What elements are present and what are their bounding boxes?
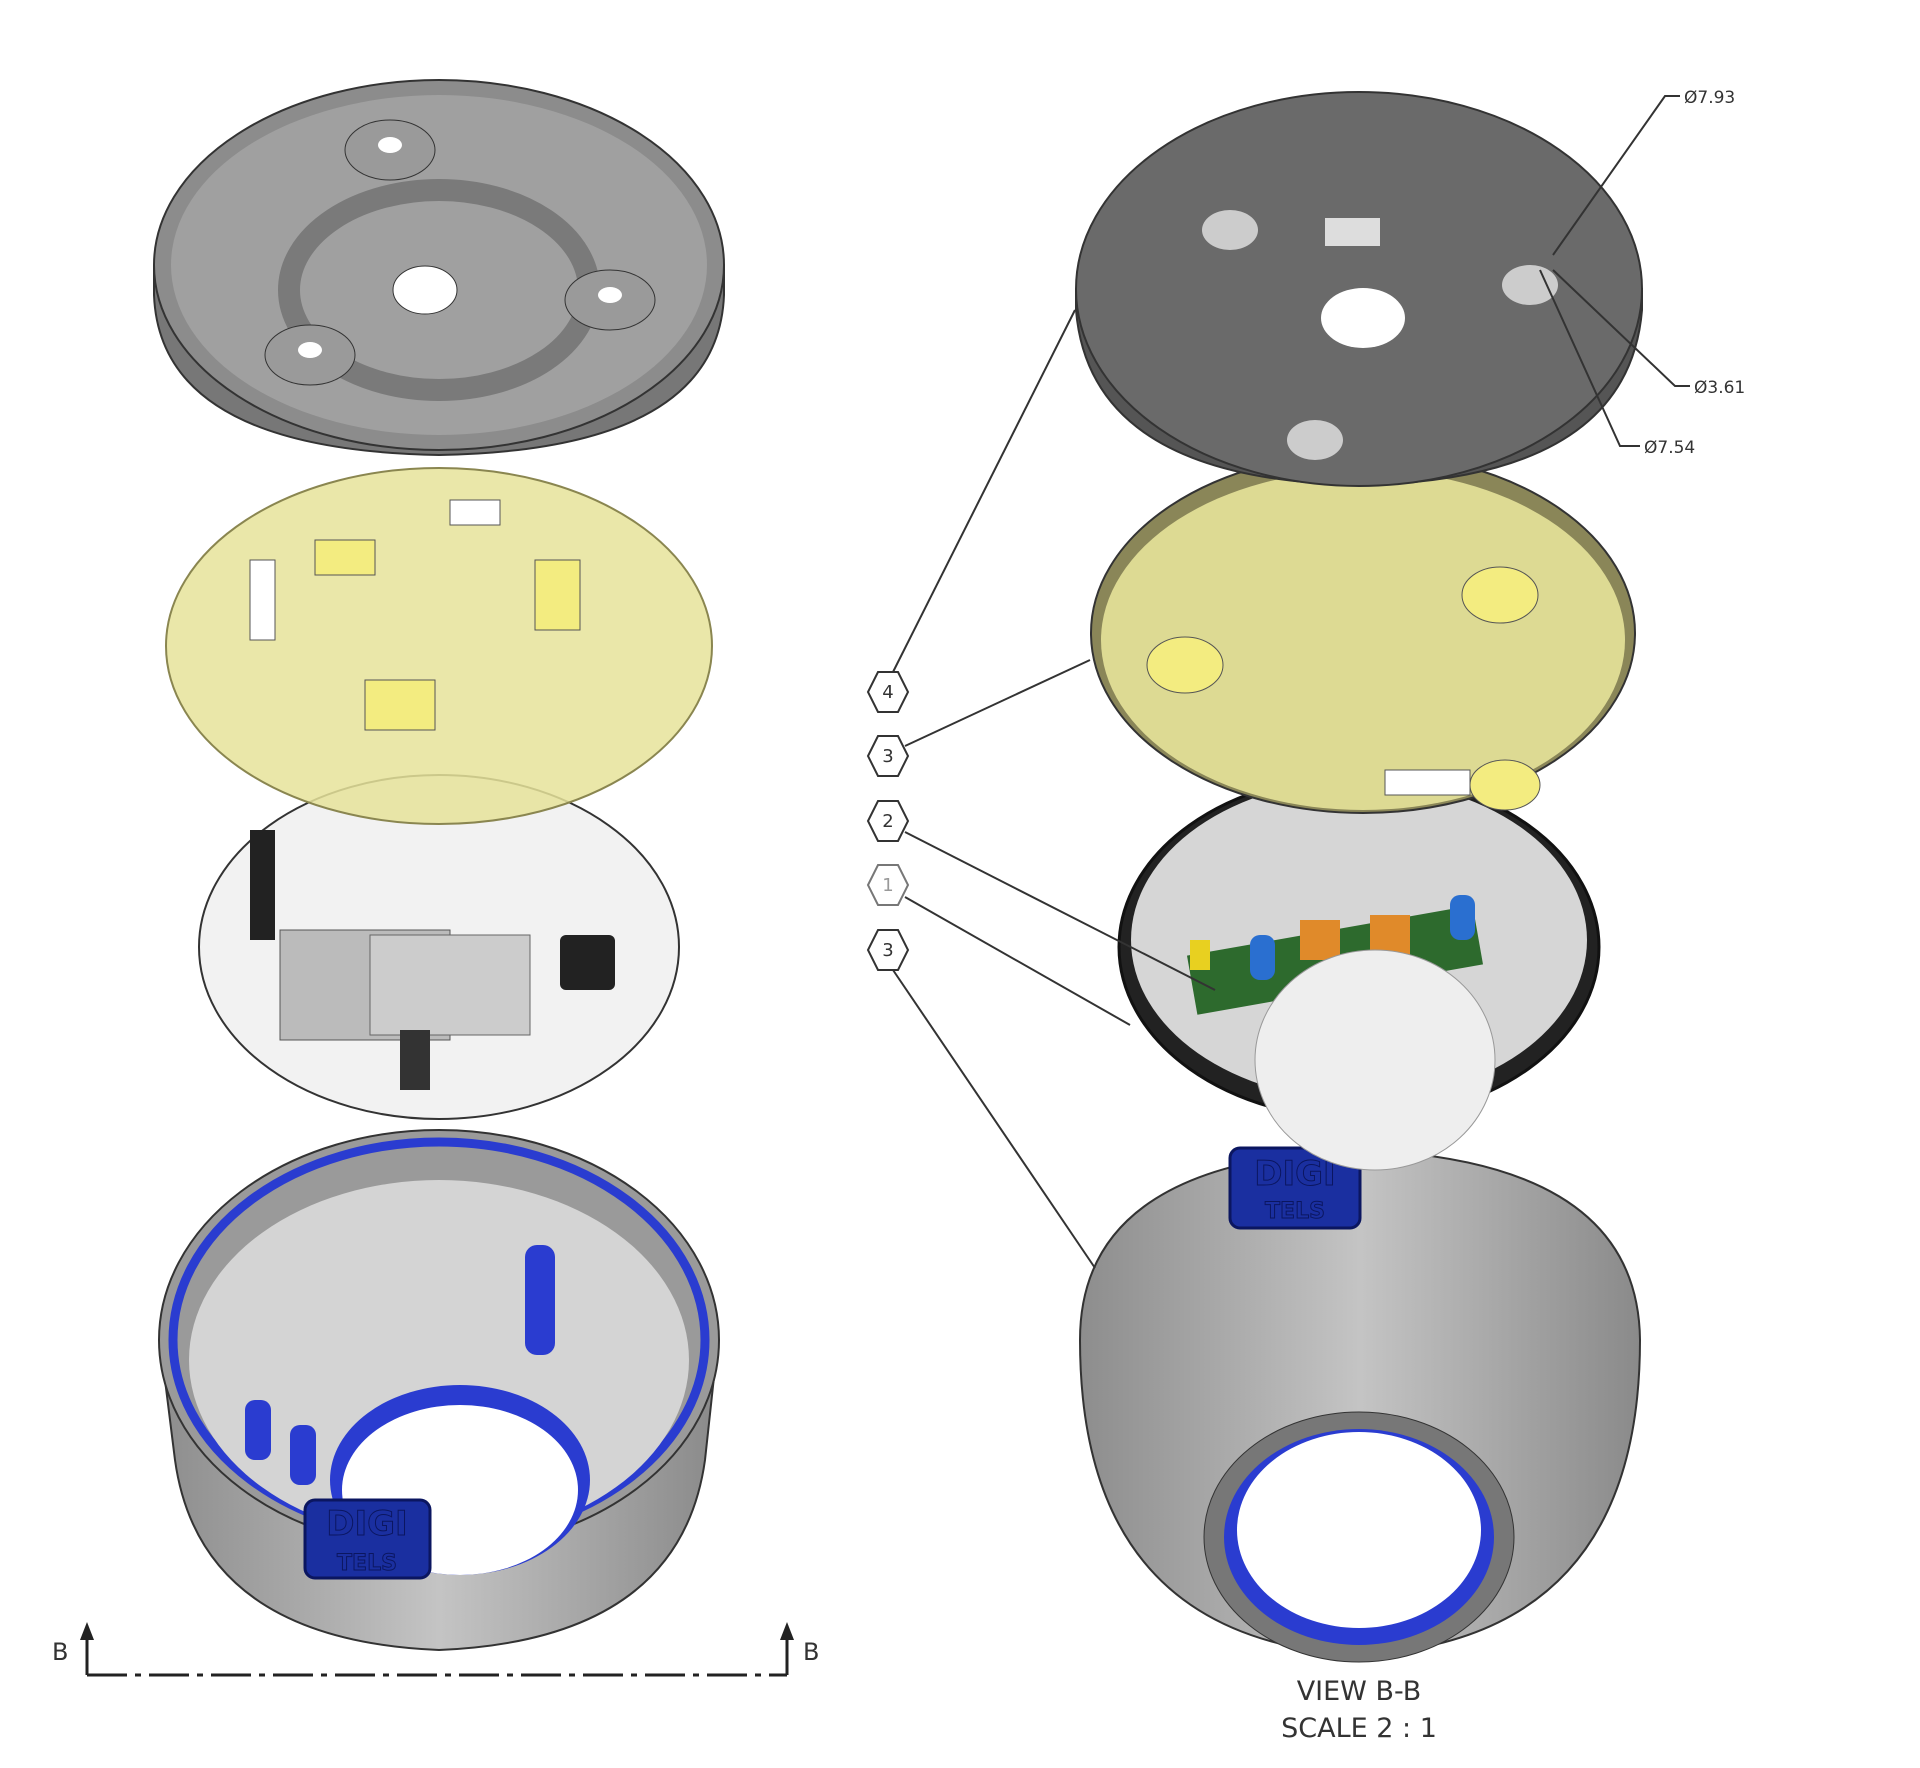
right-pcb-sensor [1117, 773, 1601, 1171]
dimension-leaders [1539, 95, 1690, 447]
dimension-d7-93: Ø7.93 [1684, 88, 1735, 108]
left-pcb [198, 774, 680, 1120]
balloon-group: 4 3 2 1 3 [866, 671, 910, 971]
logo-text: DIGI [326, 1504, 407, 1544]
balloon-item-3: 3 [866, 735, 910, 777]
dimension-d3-61: Ø3.61 [1694, 378, 1745, 398]
left-bottom-housing: DIGI TELS [158, 1129, 720, 1652]
arrow-up-icon [80, 1622, 94, 1640]
arrow-up-icon [780, 1622, 794, 1640]
svg-text:1: 1 [882, 875, 893, 896]
balloon-item-2: 2 [866, 800, 910, 842]
view-title: VIEW B-B [1297, 1676, 1422, 1707]
svg-text:3: 3 [882, 940, 893, 961]
svg-text:2: 2 [882, 811, 893, 832]
section-line-b-b: B B [52, 1622, 819, 1677]
balloon-item-4: 4 [866, 671, 910, 713]
right-yellow-disc [1090, 452, 1636, 814]
svg-text:4: 4 [882, 682, 893, 703]
view-scale: SCALE 2 : 1 [1281, 1713, 1437, 1744]
balloon-item-3b: 3 [866, 929, 910, 971]
left-yellow-disc [165, 467, 713, 825]
dimension-d7-54: Ø7.54 [1644, 438, 1695, 458]
section-label-right: B [803, 1638, 819, 1666]
logo-badge [303, 1498, 432, 1580]
right-top-lid [1075, 91, 1643, 487]
left-top-lid [153, 79, 725, 457]
logo-text-2: TELS [1265, 1199, 1325, 1224]
logo-text-2: TELS [337, 1551, 397, 1576]
logo-badge [1228, 1146, 1362, 1230]
svg-text:3: 3 [882, 746, 893, 767]
right-bottom-housing: DIGI TELS [1078, 1146, 1642, 1663]
logo-text: DIGI [1254, 1154, 1335, 1194]
section-label-left: B [52, 1638, 68, 1666]
balloon-item-1: 1 [866, 864, 910, 906]
balloon-leaders [892, 309, 1216, 1269]
